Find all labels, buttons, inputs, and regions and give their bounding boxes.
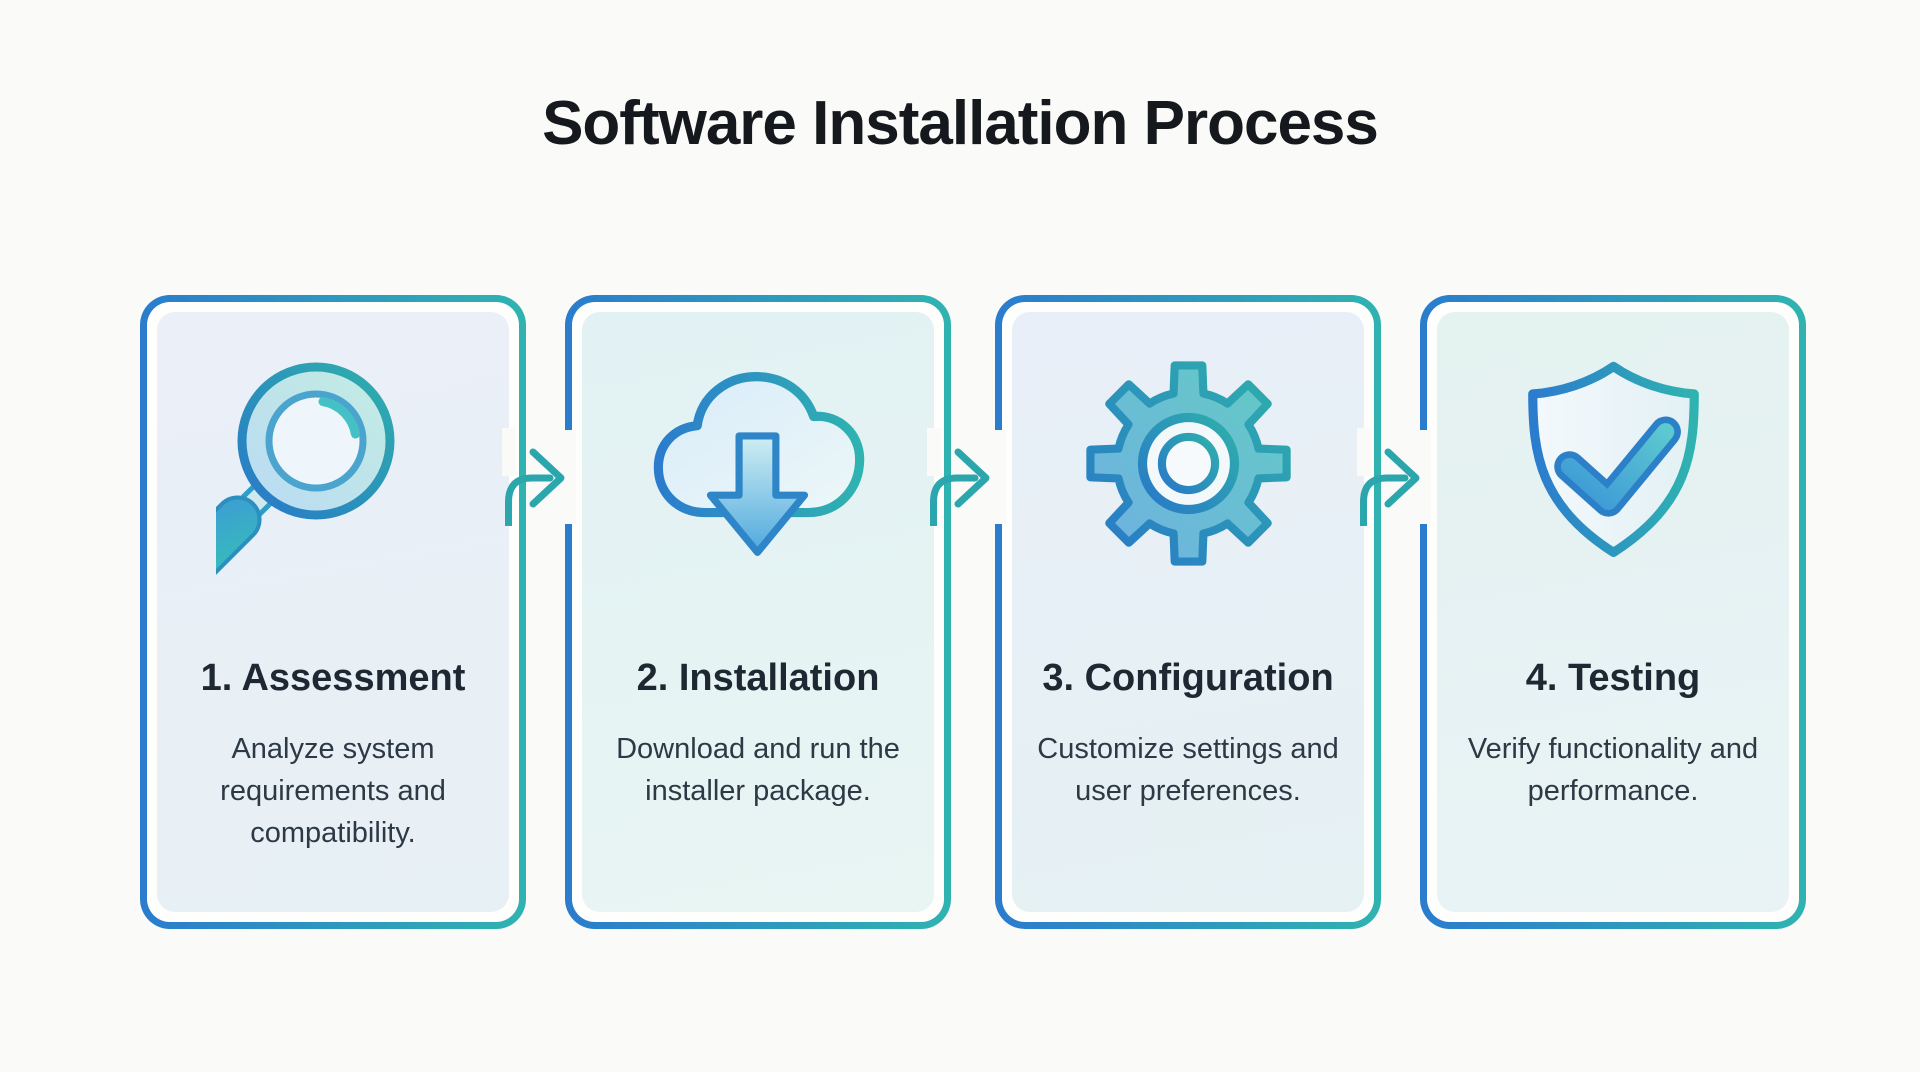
step-title: 1. Assessment xyxy=(200,657,466,699)
card-body: 1. Assessment Analyze system requirement… xyxy=(157,312,509,912)
step-card-testing: 4. Testing Verify functionality and perf… xyxy=(1420,295,1806,929)
card-body: 2. Installation Download and run the ins… xyxy=(582,312,934,912)
step-description: Customize settings and user preferences. xyxy=(1037,733,1339,808)
border-gap-mask xyxy=(1357,428,1371,476)
step-description: Analyze system requirements and compatib… xyxy=(220,733,446,850)
page-title: Software Installation Process xyxy=(542,89,1379,158)
step-card-configuration: 3. Configuration Customize settings and … xyxy=(995,295,1381,929)
step-title: 3. Configuration xyxy=(1042,657,1334,699)
card-body: 4. Testing Verify functionality and perf… xyxy=(1437,312,1789,912)
border-gap-mask xyxy=(1417,430,1431,524)
cloud-download-icon xyxy=(653,372,864,556)
gear-icon xyxy=(1085,361,1291,566)
border-gap-mask xyxy=(562,430,576,524)
step-title: 2. Installation xyxy=(636,657,880,699)
border-gap-mask xyxy=(992,430,1006,524)
border-gap-mask xyxy=(927,428,941,476)
border-gap-mask xyxy=(502,428,516,476)
card-body: 3. Configuration Customize settings and … xyxy=(1012,312,1364,912)
step-description: Verify functionality and performance. xyxy=(1467,733,1759,808)
flow-arrow-icon xyxy=(505,448,565,526)
flow-arrow-icon xyxy=(1360,448,1420,526)
step-card-assessment: 1. Assessment Analyze system requirement… xyxy=(140,295,526,929)
shield-check-icon xyxy=(1527,361,1699,557)
step-card-installation: 2. Installation Download and run the ins… xyxy=(565,295,951,929)
flow-arrow-icon xyxy=(930,448,990,526)
magnifier-icon xyxy=(215,362,394,581)
step-description: Download and run the installer package. xyxy=(616,733,900,808)
step-title: 4. Testing xyxy=(1525,657,1701,699)
